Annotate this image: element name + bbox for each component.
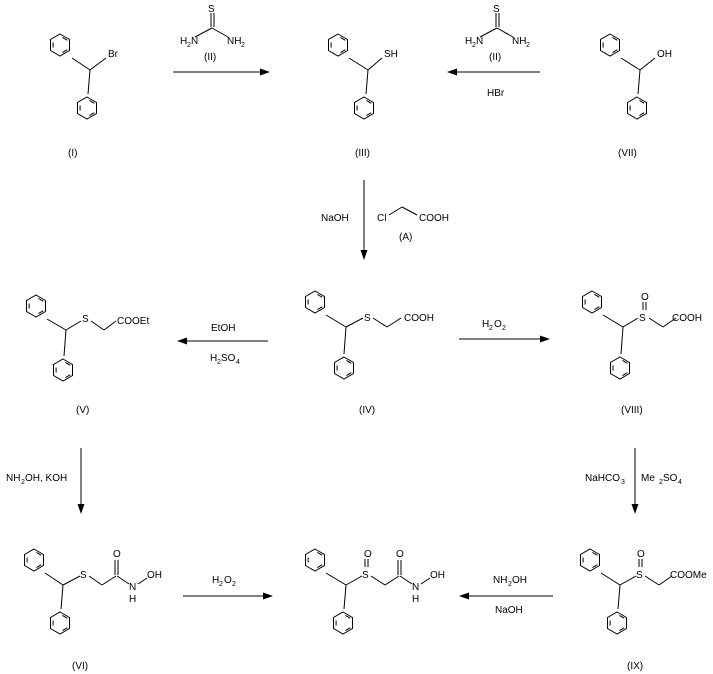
sub-2: 2 xyxy=(489,325,493,332)
sub-2: 2 xyxy=(241,42,245,49)
atom-cl: Cl xyxy=(377,213,386,224)
sub-2: 2 xyxy=(21,479,25,486)
atom-n: N xyxy=(476,36,483,47)
arrow-IV-to-VIII: H 2 O 2 xyxy=(459,319,550,343)
compound-VIII: S O COOH (VIII) xyxy=(582,290,702,416)
reagent-h2o2: H xyxy=(212,575,219,586)
atom-oh: OH xyxy=(147,570,162,581)
atom-n: N xyxy=(129,582,136,593)
reagent-h2so4-rest: SO xyxy=(221,353,236,364)
arrow-I-to-III xyxy=(173,68,270,76)
compound-VI: S O N H OH (VI) xyxy=(24,548,162,672)
atom-s: S xyxy=(82,314,89,325)
sub-2: 2 xyxy=(217,359,221,366)
arrow-IV-to-V: EtOH H 2 SO 4 xyxy=(177,323,268,366)
arrow-III-to-IV: NaOH xyxy=(321,180,368,260)
atom-n: N xyxy=(191,36,198,47)
label-IV: (IV) xyxy=(359,405,375,416)
compound-VII: OH (VII) xyxy=(600,33,672,159)
atom-o: O xyxy=(637,549,645,560)
atom-s: S xyxy=(362,570,369,581)
label-II-right: (II) xyxy=(489,52,501,63)
compound-IV: S COOH (IV) xyxy=(305,290,434,416)
reagent-nh2oh-rest: OH, KOH xyxy=(25,473,67,484)
label-VIII: (VIII) xyxy=(621,405,643,416)
sub-2: 2 xyxy=(472,42,476,49)
atom-s: S xyxy=(80,570,87,581)
atom-s: S xyxy=(636,570,643,581)
atom-h: H xyxy=(129,594,136,605)
atom-oh: OH xyxy=(657,49,672,60)
atom-o-sulfoxide: O xyxy=(364,549,372,560)
compound-A: Cl COOH (A) xyxy=(377,206,449,243)
arrow-VI-to-final: H 2 O 2 xyxy=(183,575,273,600)
label-A: (A) xyxy=(399,232,412,243)
atom-cooh: COOH xyxy=(419,213,449,224)
reagent-h2so4: H xyxy=(210,353,217,364)
atom-o: O xyxy=(641,292,649,303)
reagent-etoh: EtOH xyxy=(211,323,235,334)
reagent-me2so4-rest: SO xyxy=(663,473,678,484)
atom-nh: NH xyxy=(227,36,241,47)
label-VI: (VI) xyxy=(72,661,88,672)
sub-2: 2 xyxy=(219,581,223,588)
atom-h: H xyxy=(412,594,419,605)
atom-h: H xyxy=(180,36,187,47)
sub-2: 2 xyxy=(659,479,663,486)
sub-2: 2 xyxy=(232,581,236,588)
atom-n: N xyxy=(412,582,419,593)
atom-sh: SH xyxy=(384,49,398,60)
compound-final: S O O N H OH xyxy=(305,548,445,635)
arrow-VII-to-III: HBr xyxy=(447,68,540,99)
atom-o-carbonyl: O xyxy=(396,549,404,560)
reagent-nh2oh-rest: OH xyxy=(512,575,527,586)
reagent-h2o2: H xyxy=(482,319,489,330)
arrow-V-to-VI: NH 2 OH, KOH xyxy=(6,448,85,514)
atom-br: Br xyxy=(108,49,119,60)
atom-cooet: COOEt xyxy=(117,316,149,327)
sub-3: 3 xyxy=(621,479,625,486)
label-VII: (VII) xyxy=(618,148,637,159)
label-V: (V) xyxy=(76,405,89,416)
atom-s: S xyxy=(364,313,371,324)
atom-s: S xyxy=(639,313,646,324)
sub-4: 4 xyxy=(678,479,682,486)
label-IX: (IX) xyxy=(627,661,643,672)
compound-I: Br (I) xyxy=(50,33,119,159)
atom-coome: COOMe xyxy=(670,570,707,581)
reagent-hbr: HBr xyxy=(487,88,505,99)
compound-II-top: S H 2 N NH 2 (II) xyxy=(180,4,245,63)
reagent-nahco3: NaHCO xyxy=(585,473,620,484)
reagent-nh2oh: NH xyxy=(493,575,507,586)
atom-o: O xyxy=(113,549,121,560)
sub-2: 2 xyxy=(526,42,530,49)
sub-2: 2 xyxy=(508,581,512,588)
reagent-h2o2-rest: O xyxy=(494,319,502,330)
label-II-top: (II) xyxy=(204,52,216,63)
reagent-nh2oh: NH xyxy=(6,473,20,484)
atom-h: H xyxy=(465,36,472,47)
atom-nh: NH xyxy=(512,36,526,47)
compound-II-right: S H 2 N NH 2 (II) xyxy=(465,4,530,63)
sub-4: 4 xyxy=(236,359,240,366)
reagent-naoh: NaOH xyxy=(495,605,523,616)
reagent-naoh: NaOH xyxy=(321,213,349,224)
label-I: (I) xyxy=(68,148,77,159)
atom-oh: OH xyxy=(430,570,445,581)
sub-2: 2 xyxy=(187,42,191,49)
arrow-VIII-to-IX: NaHCO 3 Me 2 SO 4 xyxy=(585,448,682,514)
reagent-h2o2-rest: O xyxy=(224,575,232,586)
label-III: (III) xyxy=(355,148,370,159)
compound-III: SH (III) xyxy=(328,33,398,159)
sub-2: 2 xyxy=(502,325,506,332)
atom-cooh: COOH xyxy=(672,313,702,324)
atom-cooh: COOH xyxy=(404,313,434,324)
atom-s: S xyxy=(208,4,215,15)
atom-s: S xyxy=(493,4,500,15)
reagent-me2so4: Me xyxy=(641,473,655,484)
compound-IX: S O COOMe (IX) xyxy=(580,548,707,672)
compound-V: S COOEt (V) xyxy=(26,294,149,416)
arrow-IX-to-final: NH 2 OH NaOH xyxy=(459,575,553,616)
